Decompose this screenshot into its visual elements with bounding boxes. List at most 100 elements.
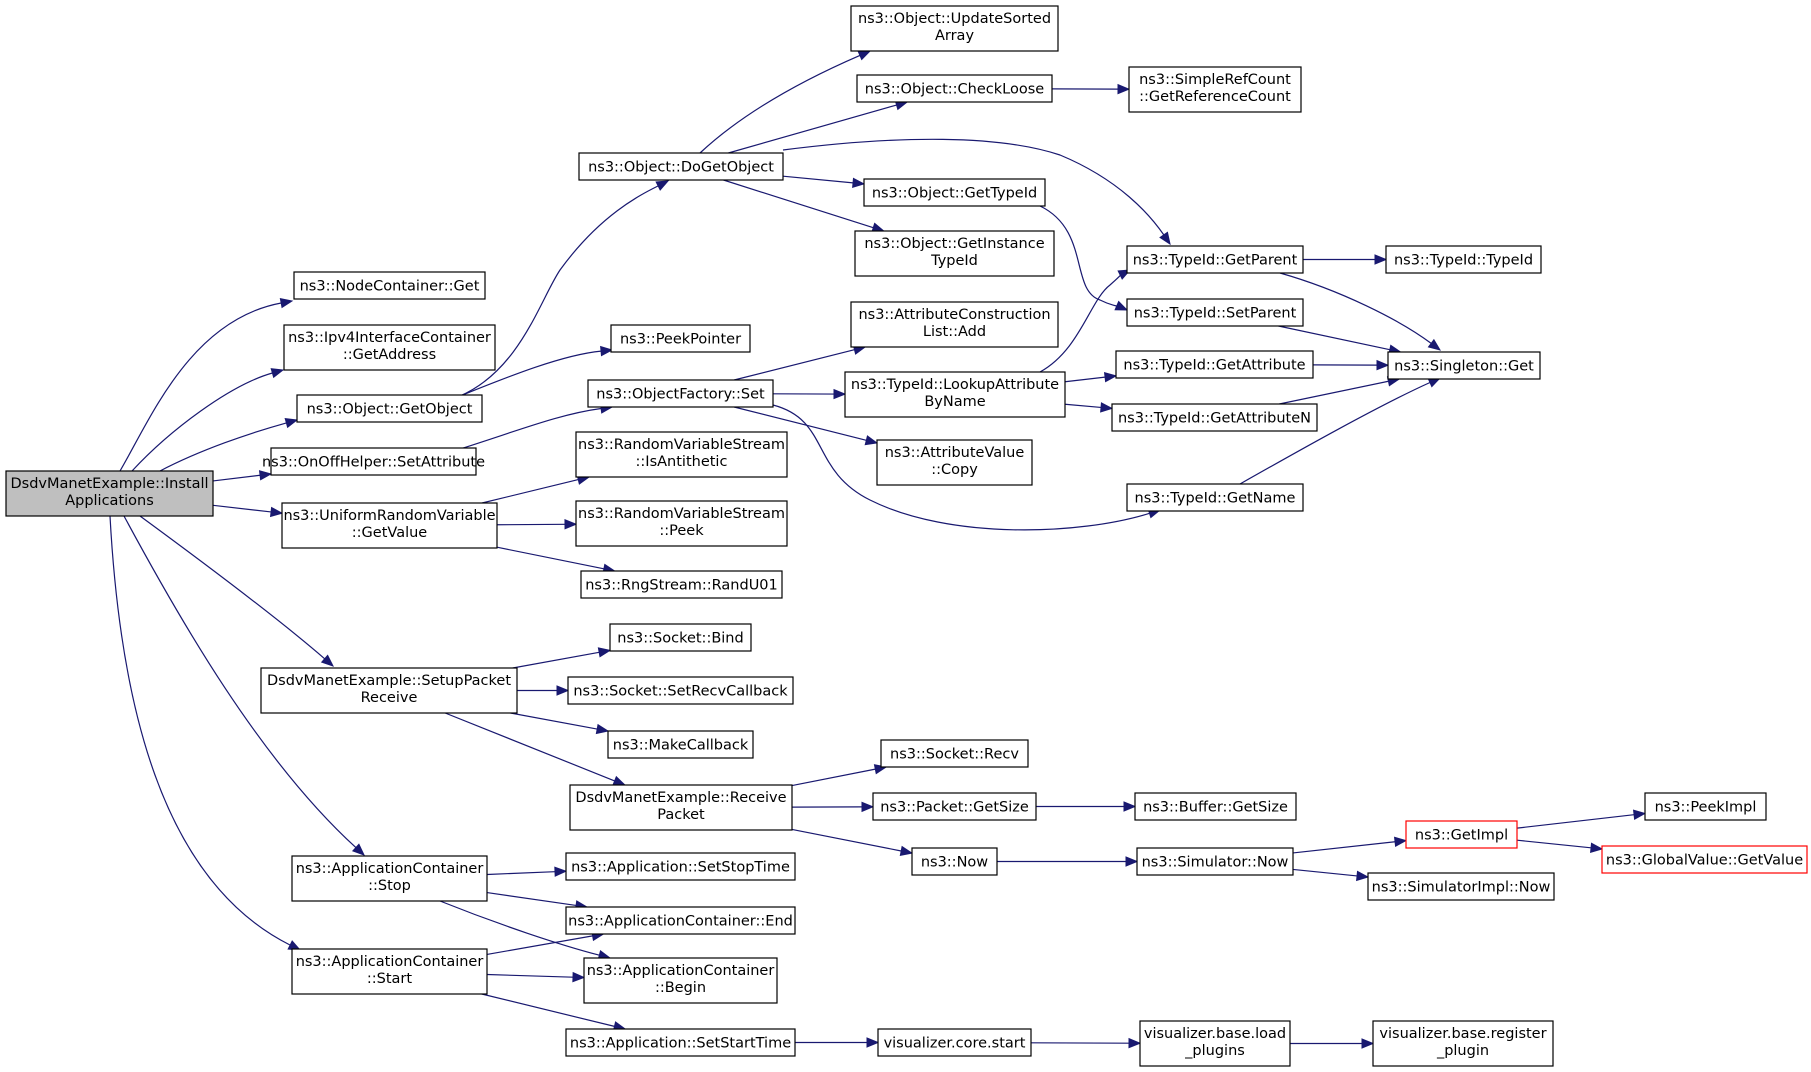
node-label: ns3::ApplicationContainer <box>587 963 775 979</box>
node-box <box>565 1028 796 1057</box>
node-app-setstarttime[interactable]: ns3::Application::SetStartTime <box>565 1028 796 1057</box>
edge-vis_core_start-to-vis_load_plugins-arrowhead <box>1128 1037 1142 1049</box>
node-box <box>850 301 1059 348</box>
node-label: _plugin <box>1436 1043 1489 1059</box>
node-nc-get[interactable]: ns3::NodeContainer::Get <box>293 271 486 300</box>
node-label: ns3::TypeId::SetParent <box>1134 306 1297 322</box>
node-label: ::GetValue <box>352 525 428 541</box>
node-singleton-get[interactable]: ns3::Singleton::Get <box>1387 351 1541 380</box>
node-urv-getvalue[interactable]: ns3::UniformRandomVariable::GetValue <box>281 502 498 549</box>
node-peekpointer[interactable]: ns3::PeekPointer <box>610 324 751 353</box>
edge-setup_recv-to-recv_packet <box>444 712 615 782</box>
node-label: _plugins <box>1184 1043 1245 1059</box>
node-label: ns3::TypeId::GetAttributeN <box>1118 411 1311 427</box>
node-appc-begin[interactable]: ns3::ApplicationContainer::Begin <box>583 957 778 1004</box>
node-box <box>587 379 774 408</box>
edge-root-to-onoff_setattr-arrowhead <box>258 470 273 481</box>
node-box <box>575 500 788 547</box>
node-box <box>1128 66 1302 113</box>
node-rng-randu01[interactable]: ns3::RngStream::RandU01 <box>580 570 783 599</box>
edge-tid_lookupattr-to-tid_getattributen <box>1064 403 1102 409</box>
edge-now-to-sim_now-arrowhead <box>1125 856 1139 867</box>
node-box <box>296 394 483 423</box>
node-getimpl[interactable]: ns3::GetImpl <box>1405 820 1518 849</box>
node-now[interactable]: ns3::Now <box>911 847 998 876</box>
node-app-start[interactable]: ns3::ApplicationContainer::Start <box>291 948 488 995</box>
node-label: DsdvManetExample::Receive <box>575 790 786 806</box>
node-tid-setparent[interactable]: ns3::TypeId::SetParent <box>1126 298 1304 327</box>
node-obj-dogetobject[interactable]: ns3::Object::DoGetObject <box>578 152 784 181</box>
node-tid-getattribute[interactable]: ns3::TypeId::GetAttribute <box>1115 350 1314 379</box>
edge-setup_recv-to-sock_bind-arrowhead <box>597 647 612 658</box>
node-rvs-peek[interactable]: ns3::RandomVariableStream::Peek <box>575 500 788 547</box>
edge-onoff_setattr-to-objfactory_set <box>459 407 602 450</box>
edge-tid_lookupattr-to-tid_getattribute-arrowhead <box>1103 371 1118 383</box>
edge-root-to-app_stop <box>123 515 357 849</box>
node-label: visualizer.base.load <box>1144 1026 1286 1042</box>
node-box <box>1111 403 1318 432</box>
edge-root-to-nc_get-arrowhead <box>279 297 294 309</box>
node-rvs-isanti[interactable]: ns3::RandomVariableStream::IsAntithetic <box>575 431 788 478</box>
node-label: ns3::PeekPointer <box>620 332 741 348</box>
node-sim-now[interactable]: ns3::Simulator::Now <box>1136 847 1294 876</box>
edge-setup_recv-to-recv_packet-arrowhead <box>612 775 627 786</box>
node-tid-typeid[interactable]: ns3::TypeId::TypeId <box>1385 245 1542 274</box>
node-attrval-copy[interactable]: ns3::AttributeValue::Copy <box>876 439 1033 486</box>
node-label: ns3::GetImpl <box>1415 828 1508 844</box>
node-label: ns3::Object::DoGetObject <box>588 160 774 176</box>
edge-app_stop-to-appc_begin <box>439 900 600 956</box>
node-gv-getvalue[interactable]: ns3::GlobalValue::GetValue <box>1601 845 1808 874</box>
node-label: ns3::TypeId::GetParent <box>1133 253 1298 269</box>
node-label: ns3::PeekImpl <box>1655 800 1757 816</box>
edge-app_setstarttime-to-vis_core_start-arrowhead <box>866 1037 880 1048</box>
node-box <box>1126 483 1304 512</box>
node-box <box>575 431 788 478</box>
node-appc-end[interactable]: ns3::ApplicationContainer::End <box>565 906 796 935</box>
node-obj-gettypeid[interactable]: ns3::Object::GetTypeId <box>863 178 1046 207</box>
node-simimpl-now[interactable]: ns3::SimulatorImpl::Now <box>1367 872 1555 901</box>
node-objfactory-set[interactable]: ns3::ObjectFactory::Set <box>587 379 774 408</box>
node-label: ns3::ObjectFactory::Set <box>596 387 765 403</box>
node-simple-getrefcount[interactable]: ns3::SimpleRefCount::GetReferenceCount <box>1128 66 1302 113</box>
node-label: ns3::TypeId::LookupAttribute <box>851 377 1059 393</box>
node-label: visualizer.core.start <box>884 1036 1026 1052</box>
node-tid-getattributen[interactable]: ns3::TypeId::GetAttributeN <box>1111 403 1318 432</box>
node-app-stop[interactable]: ns3::ApplicationContainer::Stop <box>291 855 488 902</box>
node-box <box>872 792 1037 821</box>
node-buf-getsize[interactable]: ns3::Buffer::GetSize <box>1134 792 1297 821</box>
node-sock-setrecvcb[interactable]: ns3::Socket::SetRecvCallback <box>567 676 794 705</box>
node-sock-bind[interactable]: ns3::Socket::Bind <box>609 623 752 652</box>
node-vis-core-start[interactable]: visualizer.core.start <box>877 1028 1032 1057</box>
edge-sim_now-to-simimpl_now <box>1292 868 1358 877</box>
node-pkt-getsize[interactable]: ns3::Packet::GetSize <box>872 792 1037 821</box>
node-peekimpl[interactable]: ns3::PeekImpl <box>1644 792 1767 821</box>
node-box <box>1115 350 1314 379</box>
node-ipv4-getaddr[interactable]: ns3::Ipv4InterfaceContainer::GetAddress <box>283 324 496 371</box>
node-sock-recv[interactable]: ns3::Socket::Recv <box>880 739 1029 768</box>
node-label: ::Peek <box>659 523 704 539</box>
node-box <box>5 470 214 517</box>
node-obj-checkloose[interactable]: ns3::Object::CheckLoose <box>856 74 1053 103</box>
node-onoff-setattr[interactable]: ns3::OnOffHelper::SetAttribute <box>262 447 485 476</box>
node-tid-getname[interactable]: ns3::TypeId::GetName <box>1126 483 1304 512</box>
node-vis-register-plugin[interactable]: visualizer.base.register_plugin <box>1372 1020 1554 1067</box>
node-box <box>270 447 477 476</box>
node-app-setstoptime[interactable]: ns3::Application::SetStopTime <box>565 852 796 881</box>
node-obj-getobject[interactable]: ns3::Object::GetObject <box>296 394 483 423</box>
edge-obj_dogetobject-to-obj_gettypeid-arrowhead <box>852 177 866 189</box>
edge-obj_gettypeid-to-tid_setparent <box>1039 205 1119 307</box>
node-makecallback[interactable]: ns3::MakeCallback <box>607 730 754 759</box>
node-vis-load-plugins[interactable]: visualizer.base.load_plugins <box>1139 1020 1291 1067</box>
edge-root-to-urv_getvalue <box>212 504 272 513</box>
node-tid-getparent[interactable]: ns3::TypeId::GetParent <box>1126 245 1304 274</box>
node-label: ns3::AttributeConstruction <box>858 307 1050 323</box>
edge-obj_dogetobject-to-obj_checkloose <box>728 104 897 154</box>
